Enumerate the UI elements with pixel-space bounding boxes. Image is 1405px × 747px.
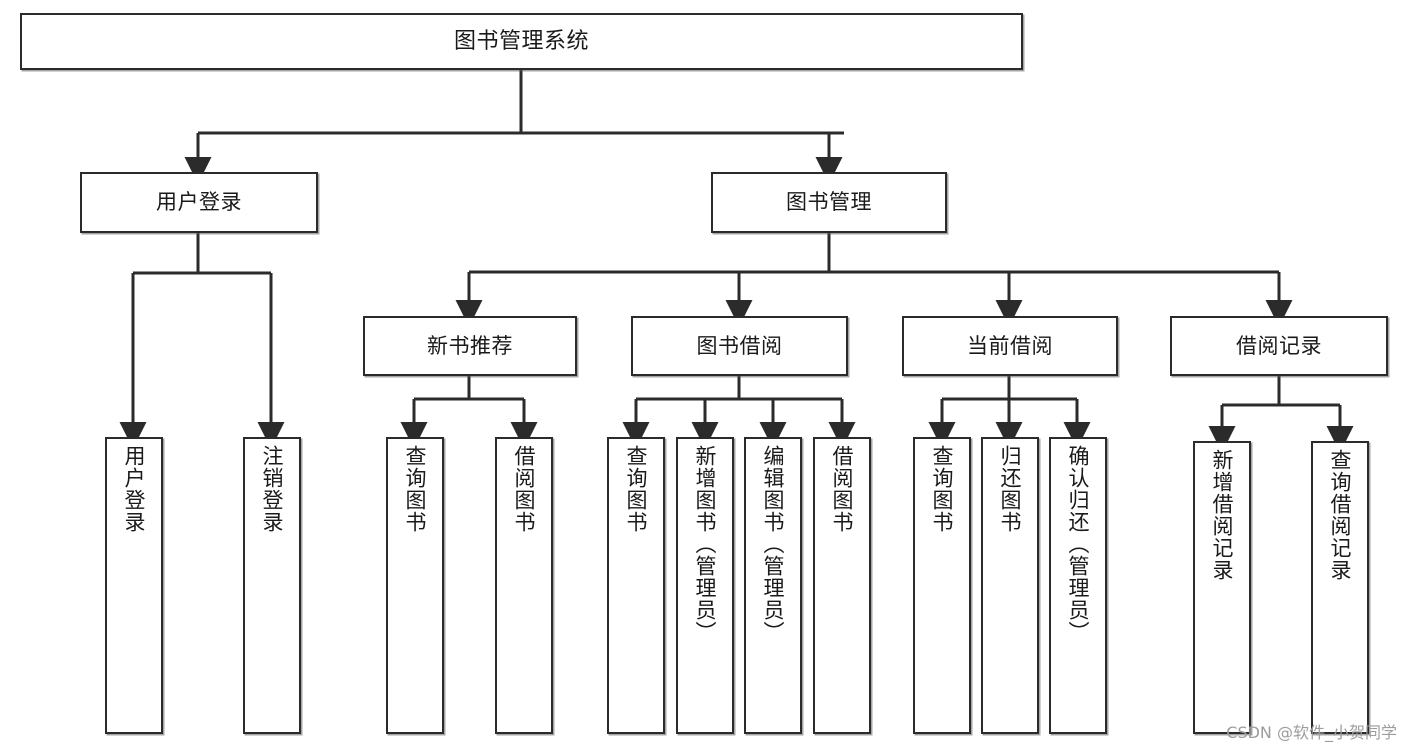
node-label: 确认归还（管理员） <box>1066 445 1091 643</box>
node-book-management[interactable]: 图书管理 <box>711 172 947 233</box>
node-current-borrow[interactable]: 当前借阅 <box>902 316 1118 376</box>
node-label: 注销登录 <box>260 445 285 533</box>
node-label: 当前借阅 <box>967 333 1053 358</box>
node-label: 归还图书 <box>998 445 1023 533</box>
csdn-watermark: CSDN @软件_小贺同学 <box>1226 723 1397 742</box>
leaf-user-login[interactable]: 用户登录 <box>105 437 163 734</box>
leaf-add-book-admin[interactable]: 新增图书（管理员） <box>676 437 734 734</box>
leaf-query-book-current[interactable]: 查询图书 <box>913 437 971 734</box>
node-label: 借阅记录 <box>1236 333 1322 358</box>
node-book-borrow[interactable]: 图书借阅 <box>631 316 848 376</box>
node-label: 查询图书 <box>403 445 428 533</box>
node-label: 图书管理系统 <box>453 28 589 54</box>
leaf-edit-book-admin[interactable]: 编辑图书（管理员） <box>744 437 802 734</box>
node-label: 借阅图书 <box>830 445 855 533</box>
node-label: 新书推荐 <box>427 333 513 358</box>
node-label: 新增借阅记录 <box>1210 449 1235 581</box>
node-label: 查询图书 <box>624 445 649 533</box>
node-label: 编辑图书（管理员） <box>761 445 786 643</box>
leaf-return-book[interactable]: 归还图书 <box>981 437 1039 734</box>
node-user-login[interactable]: 用户登录 <box>80 172 318 233</box>
leaf-borrow-book[interactable]: 借阅图书 <box>813 437 871 734</box>
node-label: 新增图书（管理员） <box>693 445 718 643</box>
node-label: 借阅图书 <box>512 445 537 533</box>
node-borrow-record[interactable]: 借阅记录 <box>1170 316 1388 376</box>
node-label: 用户登录 <box>156 190 242 215</box>
node-root-book-management-system[interactable]: 图书管理系统 <box>20 13 1023 70</box>
leaf-query-book-recommend[interactable]: 查询图书 <box>386 437 444 734</box>
node-label: 用户登录 <box>122 445 147 533</box>
leaf-add-borrow-record[interactable]: 新增借阅记录 <box>1193 441 1251 734</box>
node-label: 图书借阅 <box>696 333 783 358</box>
node-label: 图书管理 <box>786 190 872 215</box>
leaf-logout-login[interactable]: 注销登录 <box>243 437 301 734</box>
node-label: 查询借阅记录 <box>1328 449 1353 581</box>
leaf-borrow-book-recommend[interactable]: 借阅图书 <box>495 437 553 734</box>
node-new-book-recommend[interactable]: 新书推荐 <box>363 316 577 376</box>
leaf-query-borrow-record[interactable]: 查询借阅记录 <box>1311 441 1369 734</box>
leaf-query-book-borrow[interactable]: 查询图书 <box>607 437 665 734</box>
node-label: 查询图书 <box>930 445 955 533</box>
leaf-confirm-return-admin[interactable]: 确认归还（管理员） <box>1049 437 1107 734</box>
